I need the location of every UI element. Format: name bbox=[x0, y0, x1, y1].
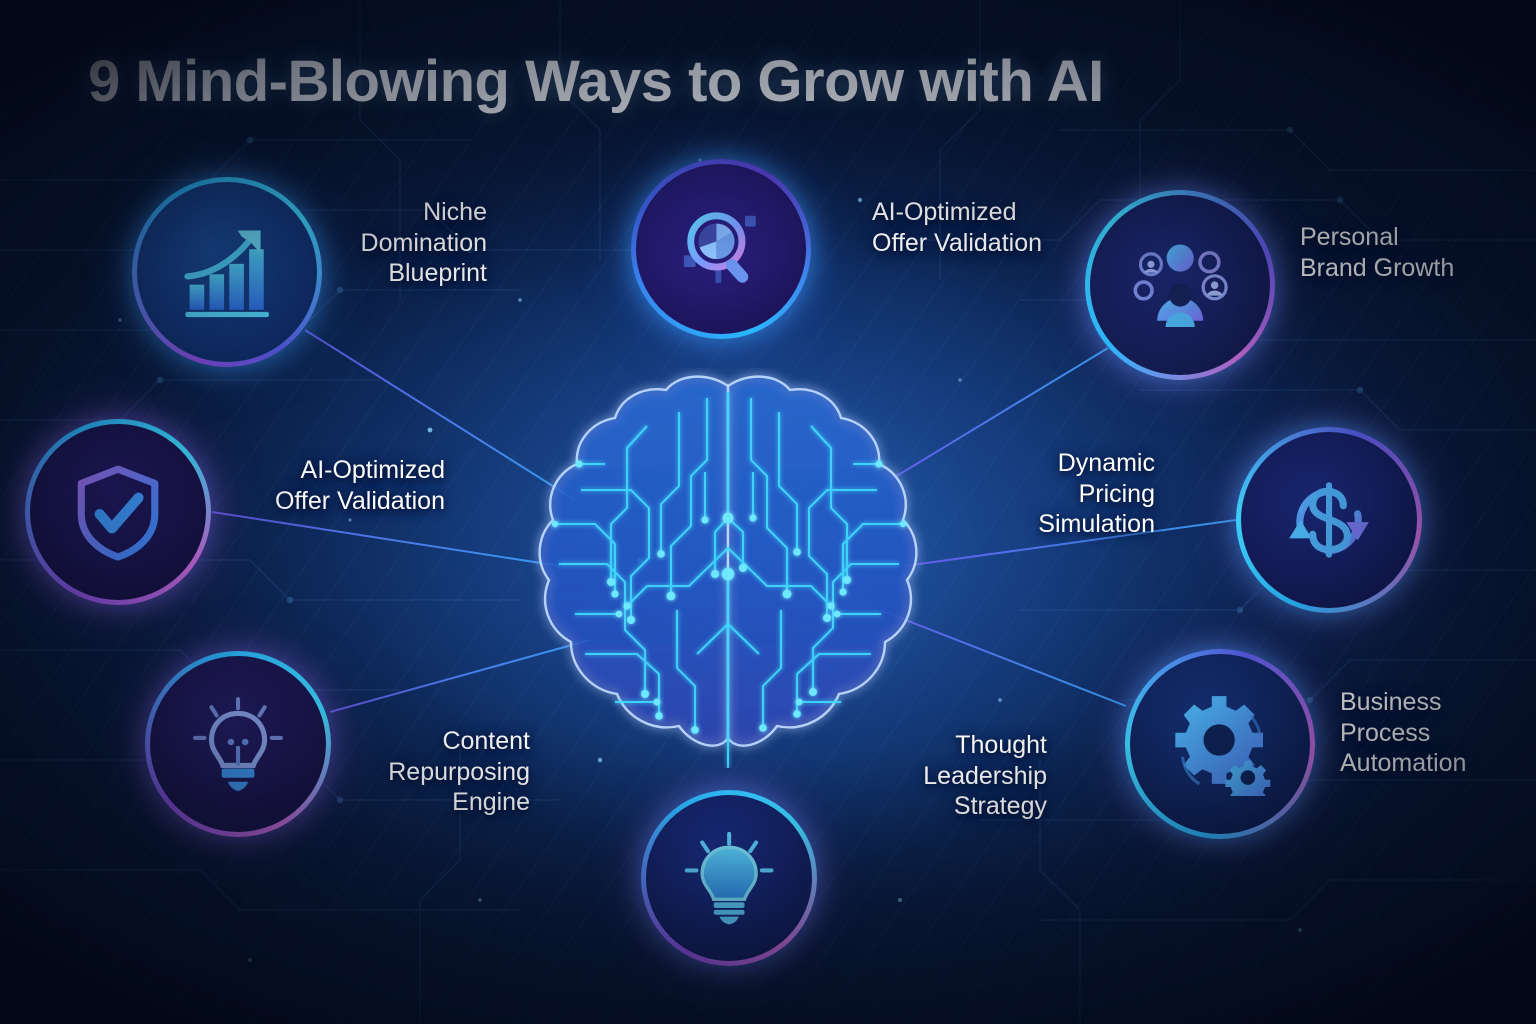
vignette-overlay bbox=[0, 0, 1536, 1024]
infographic-canvas: 9 Mind-Blowing Ways to Grow with AI bbox=[0, 0, 1536, 1024]
